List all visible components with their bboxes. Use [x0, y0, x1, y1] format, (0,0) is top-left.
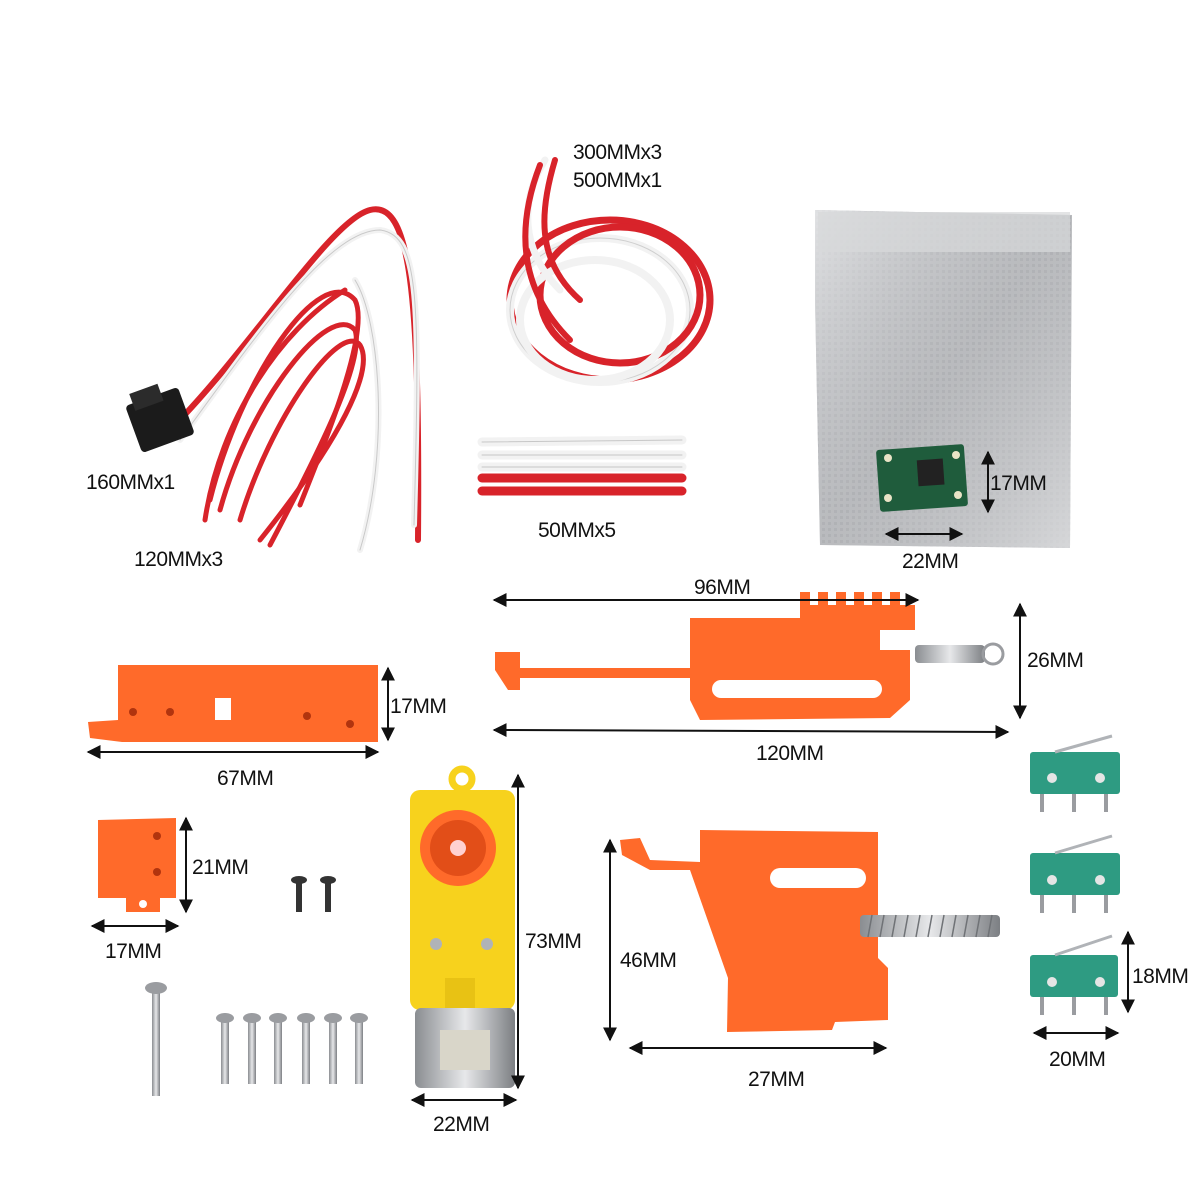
jst-connector [126, 383, 194, 452]
wire-500-label: 500MMx1 [573, 169, 662, 192]
micro-switch-1 [1030, 734, 1120, 812]
orange-push-arm [495, 592, 915, 720]
wire-160-label: 160MMx1 [86, 471, 175, 494]
wire-bundle-connector [167, 206, 422, 553]
extension-spring [915, 642, 1005, 666]
switch-width-label: 20MM [1049, 1048, 1106, 1071]
switch-height-label: 18MM [1132, 965, 1189, 988]
dimension-lines [86, 450, 1135, 1107]
motor-width-label: 22MM [433, 1113, 490, 1136]
trigger-width-label: 27MM [748, 1068, 805, 1091]
pcb-height-label: 17MM [990, 472, 1047, 495]
short-screws [291, 876, 336, 912]
compression-spring [860, 914, 1000, 938]
micro-switch-3 [1030, 934, 1118, 1015]
orange-clip [98, 818, 176, 912]
micro-switch-2 [1030, 834, 1120, 913]
buck-converter-pcb [876, 444, 968, 512]
arm-height-label: 26MM [1027, 649, 1084, 672]
pcb-width-label: 22MM [902, 550, 959, 573]
orange-trigger-block [620, 830, 888, 1032]
wire-300-label: 300MMx3 [573, 141, 662, 164]
trigger-height-label: 46MM [620, 949, 677, 972]
motor-height-label: 73MM [525, 930, 582, 953]
long-screws [145, 982, 368, 1096]
wire-120-label: 120MMx3 [134, 548, 223, 571]
orange-base [88, 665, 378, 742]
coiled-wires [506, 156, 714, 386]
clip-height-label: 21MM [192, 856, 249, 879]
gear-motor [410, 765, 515, 1088]
wire-50-label: 50MMx5 [538, 519, 616, 542]
base-length-label: 67MM [217, 767, 274, 790]
clip-width-label: 17MM [105, 940, 162, 963]
short-wires [477, 435, 687, 496]
arm-length-label: 120MM [756, 742, 824, 765]
arm-top-label: 96MM [694, 576, 751, 599]
base-height-label: 17MM [390, 695, 447, 718]
